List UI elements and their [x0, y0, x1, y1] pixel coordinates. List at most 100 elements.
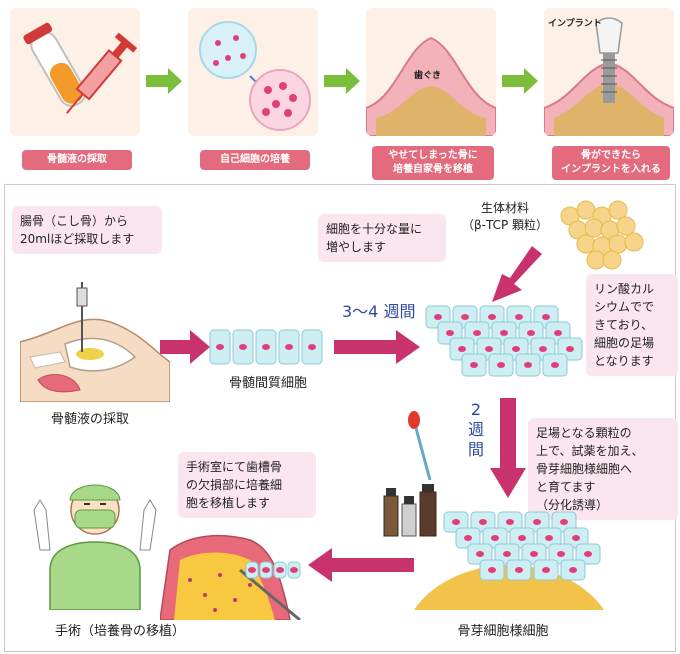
cell-nucleus	[539, 346, 547, 352]
cell-nucleus	[461, 314, 469, 320]
implant-illustration	[544, 17, 674, 136]
cell-nucleus	[569, 567, 577, 573]
weeks-2-char: 2	[470, 400, 482, 419]
cell-nucleus	[239, 344, 247, 350]
cell-nucleus	[262, 344, 270, 350]
cell-nucleus	[216, 344, 224, 350]
cell-nucleus	[500, 330, 508, 336]
cell-nucleus	[470, 362, 478, 368]
top-step-3-caption: やせてしまった骨に 培養自家骨を移植	[372, 146, 494, 180]
cell-nucleus	[545, 535, 553, 541]
cell-nucleus	[557, 551, 565, 557]
cell-nucleus	[262, 567, 270, 573]
cell-nucleus	[285, 344, 293, 350]
magenta-arrow-1	[160, 330, 210, 364]
note-line: となります	[594, 354, 654, 368]
top-step-1-panel	[10, 8, 140, 136]
cell-nucleus	[434, 314, 442, 320]
cell-nucleus	[290, 567, 298, 573]
cell-nucleus	[560, 519, 568, 525]
caption-line: 骨ができたら	[581, 150, 641, 161]
weeks-2-label: 2 週 間	[466, 400, 486, 460]
cell-nucleus	[488, 567, 496, 573]
magenta-arrow-2	[334, 330, 420, 364]
cell-nucleus	[491, 535, 499, 541]
note-surgery: 手術室にて歯槽骨 の欠損部に培養細 胞を移植します	[178, 452, 316, 518]
cell-nucleus	[458, 346, 466, 352]
cell-nucleus	[506, 519, 514, 525]
note-line: と育てます	[536, 480, 596, 494]
top-step-2-panel	[188, 8, 318, 136]
caption-line: 培養自家骨を移植	[393, 164, 473, 175]
note-line: 20mlほど採取します	[20, 232, 135, 246]
cell-nucleus	[542, 567, 550, 573]
note-line: 胞を移植します	[186, 496, 271, 510]
note-line: 足場となる顆粒の	[536, 426, 632, 440]
cell-nucleus	[542, 314, 550, 320]
magenta-arrow-down	[490, 398, 526, 498]
note-line: 上で、試薬を加え、	[536, 444, 644, 458]
cell-nucleus	[527, 330, 535, 336]
mesenchymal-cells-illustration	[209, 329, 323, 365]
cell-nucleus	[276, 567, 284, 573]
cell-nucleus	[554, 330, 562, 336]
cell-nucleus	[446, 330, 454, 336]
note-line: の欠損部に培養細	[186, 478, 283, 492]
cell-nucleus	[473, 330, 481, 336]
caption-line: インプラントを入れる	[561, 164, 661, 175]
bone-marrow-collection-illustration	[20, 282, 170, 402]
caption-line: やせてしまった骨に	[388, 150, 478, 161]
note-line: 細胞の足場	[594, 336, 655, 350]
top-step-4-caption: 骨ができたら インプラントを入れる	[552, 146, 670, 180]
note-line: 腸骨（こし骨）から	[20, 214, 129, 228]
detail-diagram-frame	[4, 184, 676, 652]
weeks-2-char: 週	[467, 420, 484, 439]
small-cell-sheet	[245, 561, 301, 579]
osteoblast-cells-label: 骨芽細胞様細胞	[457, 624, 549, 639]
note-line: （分化誘導）	[536, 498, 609, 512]
implant-label: インプラント	[548, 19, 602, 29]
cultured-cells-stack	[425, 305, 583, 377]
cell-culture-illustration	[199, 21, 311, 131]
note-calcium-phosphate: リン酸カル シウムでで きており、 細胞の足場 となります	[586, 274, 678, 376]
top-step-2-caption: 自己細胞の培養	[200, 150, 310, 170]
cell-nucleus	[476, 551, 484, 557]
cell-nucleus	[308, 344, 316, 350]
cell-nucleus	[572, 535, 580, 541]
osteoblast-cells-stack	[414, 511, 604, 610]
pipette-icon	[408, 411, 434, 488]
cell-nucleus	[515, 567, 523, 573]
cell-nucleus	[248, 567, 256, 573]
cell-nucleus	[551, 362, 559, 368]
note-line: リン酸カル	[594, 282, 655, 296]
green-arrow-3	[502, 68, 538, 94]
green-arrow-1	[146, 68, 182, 94]
surgeon-illustration	[33, 484, 157, 610]
top-step-1-caption: 骨髄液の採取	[22, 150, 132, 170]
granule-arrow	[492, 246, 542, 302]
cell-nucleus	[452, 519, 460, 525]
note-line: きており、	[594, 318, 654, 332]
tcp-granules-illustration	[560, 200, 644, 270]
cell-nucleus	[566, 346, 574, 352]
cell-nucleus	[503, 551, 511, 557]
green-arrow-2	[324, 68, 360, 94]
cell-nucleus	[479, 519, 487, 525]
note-increase-cells: 細胞を十分な量に 増やします	[318, 214, 446, 262]
magenta-arrow-left	[308, 548, 414, 582]
note-line: 増やします	[326, 240, 387, 254]
cell-nucleus	[488, 314, 496, 320]
cell-nucleus	[512, 346, 520, 352]
note-line: 骨芽細胞様細胞へ	[536, 462, 633, 476]
note-line: 手術室にて歯槽骨	[186, 460, 283, 474]
mesenchymal-cells-label: 骨髄間質細胞	[228, 376, 307, 391]
top-step-3-panel: 歯ぐき	[366, 8, 496, 136]
cell-nucleus	[584, 551, 592, 557]
weeks-2-char: 間	[467, 440, 484, 459]
note-scaffold: 足場となる顆粒の 上で、試薬を加え、 骨芽細胞様細胞へ と育てます （分化誘導）	[528, 418, 678, 520]
weeks-3-4-label: 3～4 週間	[342, 302, 416, 321]
cell-nucleus	[497, 362, 505, 368]
cell-nucleus	[515, 314, 523, 320]
gum-label: 歯ぐき	[414, 71, 442, 81]
reagent-bottles-icon	[383, 484, 437, 537]
